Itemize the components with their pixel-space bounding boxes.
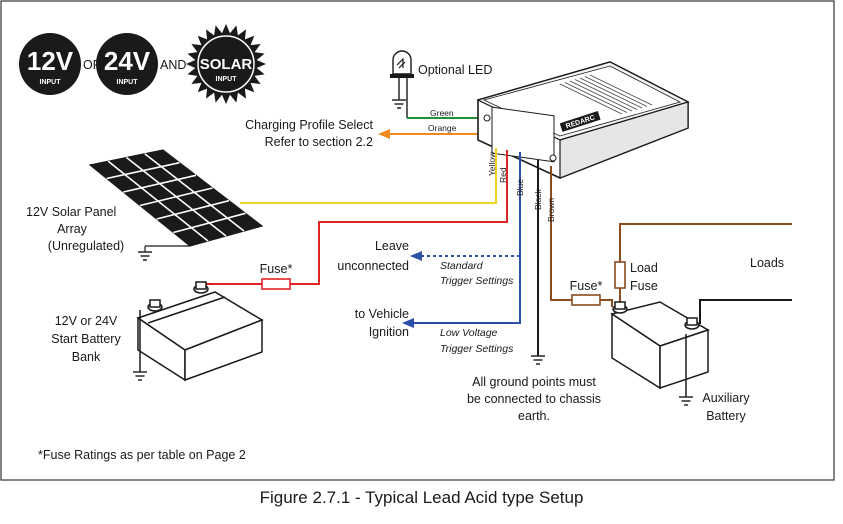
load-fuse-label-2: Fuse — [630, 279, 658, 293]
load-fuse-label-1: Load — [630, 261, 658, 275]
figure-caption: Figure 2.7.1 - Typical Lead Acid type Se… — [259, 488, 584, 507]
fuse-ratings-note: *Fuse Ratings as per table on Page 2 — [38, 448, 246, 462]
brown-wire — [550, 166, 572, 301]
vehicle-label: to Vehicle — [355, 307, 409, 321]
svg-text:INPUT: INPUT — [117, 79, 139, 86]
start-battery-ground-icon — [133, 371, 147, 381]
optional-led-label: Optional LED — [418, 63, 492, 77]
aux-battery-label-1: Auxiliary — [702, 391, 750, 405]
start-battery-icon — [136, 281, 264, 382]
ignition-label: Ignition — [369, 325, 409, 339]
yellow-wire — [240, 148, 497, 204]
blue-arrow-icon — [402, 318, 414, 328]
solar-panel-label-1: 12V Solar Panel — [26, 205, 116, 219]
fuse-right-icon — [571, 294, 601, 306]
ground-note-1: All ground points must — [472, 375, 596, 389]
orange-arrow-icon — [378, 129, 390, 139]
orange-wire-label: Orange — [428, 123, 457, 133]
charging-profile-label: Charging Profile Select — [245, 118, 373, 132]
solar-panel-label-2: Array — [57, 222, 88, 236]
loads-negative-wire — [699, 299, 792, 324]
diagram-border — [0, 0, 835, 481]
badge-solar-input: SOLAR INPUT — [186, 24, 266, 104]
standard-trigger-label-1: Standard — [440, 260, 484, 272]
blue-dotted-arrow-icon — [410, 251, 422, 261]
start-battery-label-3: Bank — [72, 350, 101, 364]
red-wire — [290, 150, 508, 285]
battery-charger-unit: REDARC — [476, 61, 690, 179]
start-battery-label-2: Start Battery — [51, 332, 121, 346]
unconnected-label: unconnected — [337, 259, 409, 273]
and-label: AND — [160, 58, 186, 72]
charger-ground-icon — [531, 355, 545, 365]
leave-label: Leave — [375, 239, 409, 253]
ground-note-3: earth. — [518, 409, 550, 423]
fuse-left-icon — [261, 278, 291, 290]
loads-positive-wire — [619, 223, 792, 262]
load-fuse-icon — [614, 261, 626, 289]
auxiliary-battery-icon — [610, 301, 710, 397]
standard-trigger-label-2: Trigger Settings — [440, 275, 514, 287]
red-wire-label: Red — [498, 167, 508, 183]
brown-wire-to-battery — [600, 299, 613, 307]
low-voltage-label-1: Low Voltage — [440, 327, 498, 339]
svg-text:12V: 12V — [27, 46, 74, 76]
green-wire-label: Green — [430, 108, 454, 118]
svg-text:24V: 24V — [104, 46, 151, 76]
fuse-right-label: Fuse* — [570, 279, 603, 293]
svg-text:INPUT: INPUT — [40, 79, 62, 86]
solar-panel-label-3: (Unregulated) — [48, 239, 124, 253]
aux-battery-ground-icon — [679, 396, 693, 406]
loads-label: Loads — [750, 256, 784, 270]
yellow-wire-label: Yellow — [487, 151, 497, 176]
svg-text:INPUT: INPUT — [216, 76, 238, 83]
badge-12v-input: 12V INPUT — [19, 33, 81, 95]
start-battery-label-1: 12V or 24V — [55, 314, 118, 328]
brown-wire-label: Brown — [546, 198, 556, 222]
charging-profile-ref: Refer to section 2.2 — [265, 135, 373, 149]
wiring-diagram: 12V INPUT OR 24V INPUT AND SOLAR INPUT O… — [0, 0, 835, 481]
low-voltage-label-2: Trigger Settings — [440, 343, 514, 355]
led-ground-icon — [392, 99, 406, 109]
led-icon — [390, 50, 414, 118]
solar-panel-icon — [88, 149, 264, 252]
black-wire-label: Black — [533, 188, 543, 210]
blue-wire-label: Blue — [515, 179, 525, 196]
solar-ground-icon — [138, 251, 152, 261]
badge-24v-input: 24V INPUT — [96, 33, 158, 95]
ground-note-2: be connected to chassis — [467, 392, 601, 406]
svg-text:SOLAR: SOLAR — [200, 56, 253, 73]
fuse-left-label: Fuse* — [260, 262, 293, 276]
aux-battery-label-2: Battery — [706, 409, 746, 423]
blue-wire — [412, 152, 521, 324]
